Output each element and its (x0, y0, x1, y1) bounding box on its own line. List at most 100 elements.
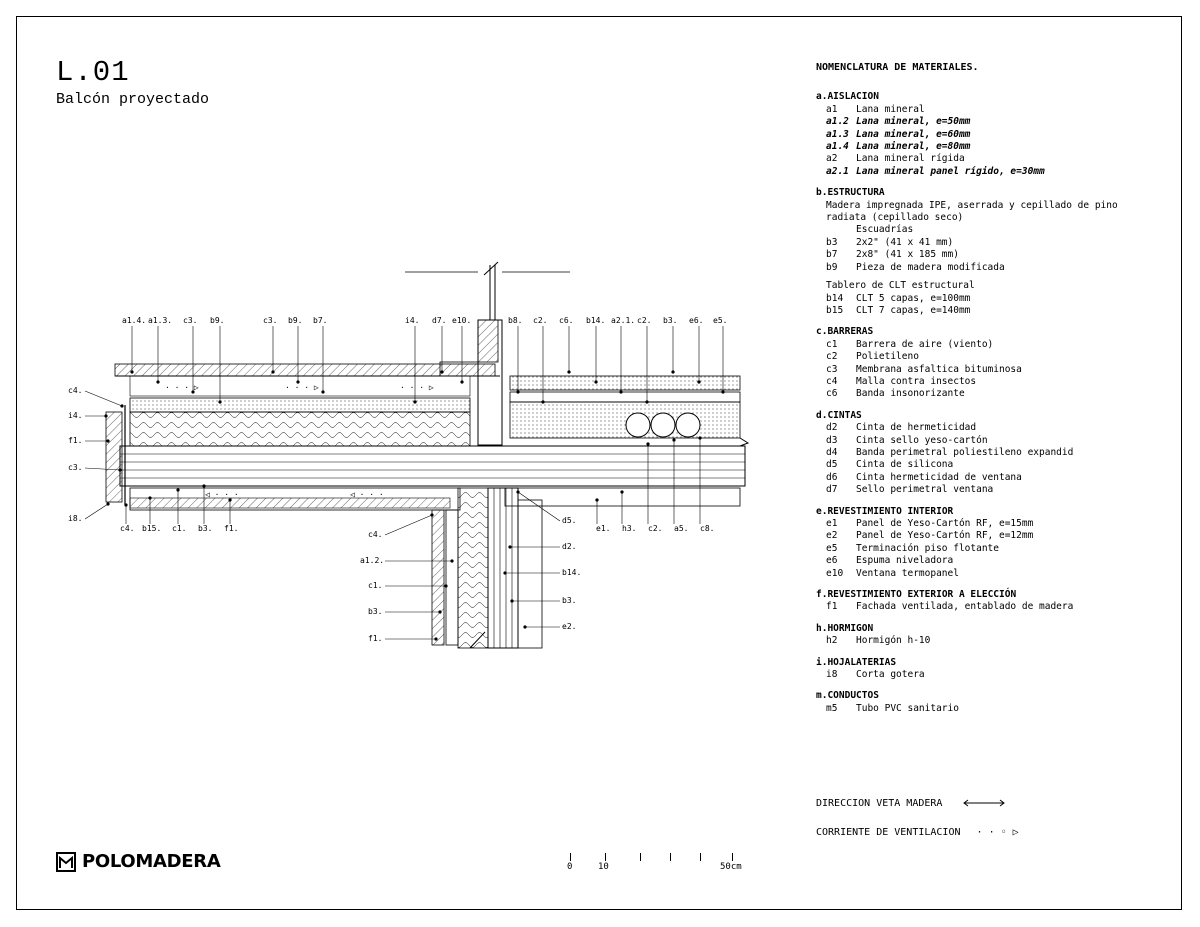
callout-dot (646, 442, 650, 446)
callout-label: e5. (713, 316, 727, 325)
callout-dot (508, 545, 512, 549)
ventilation-current: CORRIENTE DE VENTILACION · · ◦ ▷ (816, 827, 1019, 838)
callout-label: c8. (700, 524, 714, 533)
callout-label: a1.2. (360, 556, 384, 565)
callout-dot (191, 390, 195, 394)
callout-label: c6. (559, 316, 573, 325)
scale-bar: 0 10 50cm (560, 850, 760, 880)
callout-label: d2. (562, 542, 576, 551)
scale-label-0: 0 (567, 862, 573, 872)
callout-dot (645, 400, 649, 404)
callout-label: b9. (288, 316, 302, 325)
callout-leader (84, 503, 109, 520)
label-group-top: a1.4.a1.3.c3.b9.c3.b9.b7.i4.d7.e10.b8.c2… (122, 316, 727, 404)
legend-section-heading: i.HOJALATERIAS (816, 656, 897, 668)
callout-label: d5. (562, 516, 576, 525)
fascia-cladding (105, 411, 123, 503)
callout-dot (296, 380, 300, 384)
callout-dot (438, 610, 442, 614)
callout-label: b8. (508, 316, 522, 325)
callout-label: c4. (368, 530, 382, 539)
svg-text:· · · ▷: · · · ▷ (400, 383, 434, 392)
callout-label: b3. (368, 607, 382, 616)
callout-label: b15. (142, 524, 161, 533)
legend-title: NOMENCLATURA DE MATERIALES. (816, 62, 979, 73)
ventilation-cavity (129, 375, 471, 397)
callout-label: c4. (68, 386, 82, 395)
scale-label-50: 50cm (720, 862, 742, 872)
callout-label: b7. (313, 316, 327, 325)
callout-label: e10. (452, 316, 471, 325)
callout-dot (430, 513, 434, 517)
legend-subheading: Escuadrías (856, 224, 914, 236)
floor-finish (509, 375, 741, 391)
callout-label: c2. (637, 316, 651, 325)
label-group-wall-right: d5.d2.b14.b3.e2. (503, 490, 581, 631)
callout-leader (517, 491, 561, 522)
callout-label: e2. (562, 622, 576, 631)
callout-dot (104, 414, 108, 418)
callout-label: i8. (68, 514, 82, 523)
callout-label: a5. (674, 524, 688, 533)
callout-dot (271, 370, 275, 374)
callout-dot (503, 571, 507, 575)
callout-dot (523, 625, 527, 629)
callout-dot (450, 559, 454, 563)
callout-dot (218, 400, 222, 404)
callout-dot (460, 380, 464, 384)
callout-dot (440, 370, 444, 374)
label-group-floor-bottom: e1.h3.c2.a5.c8. (595, 436, 714, 533)
callout-label: c3. (183, 316, 197, 325)
callout-dot (516, 490, 520, 494)
callout-label: c4. (120, 524, 134, 533)
callout-dot (697, 380, 701, 384)
legend-note: Madera impregnada IPE, aserrada y cepill… (826, 199, 1118, 224)
callout-label: b3. (198, 524, 212, 533)
svg-text:· · · ▷: · · · ▷ (285, 383, 319, 392)
callout-dot (228, 498, 232, 502)
callout-dot (671, 370, 675, 374)
callout-dot (594, 380, 598, 384)
callout-label: c2. (533, 316, 547, 325)
callout-dot (118, 468, 122, 472)
wall-clt (487, 487, 519, 649)
deck-boards (114, 363, 496, 377)
callout-label: e6. (689, 316, 703, 325)
callout-label: a1.4. (122, 316, 146, 325)
svg-text:· · · ▷: · · · ▷ (165, 383, 199, 392)
callout-label: h3. (622, 524, 636, 533)
callout-label: i4. (405, 316, 419, 325)
wall-cladding (431, 509, 445, 646)
callout-dot (567, 370, 571, 374)
ventilation-arrow-icon: · · ◦ ▷ (976, 827, 1019, 838)
legend-section-heading: m.CONDUCTOS (816, 690, 879, 702)
callout-label: b9. (210, 316, 224, 325)
callout-label: c2. (648, 524, 662, 533)
callout-dot (698, 436, 702, 440)
callout-leader (84, 467, 121, 471)
callout-label: d7. (432, 316, 446, 325)
callout-label: f1. (224, 524, 238, 533)
